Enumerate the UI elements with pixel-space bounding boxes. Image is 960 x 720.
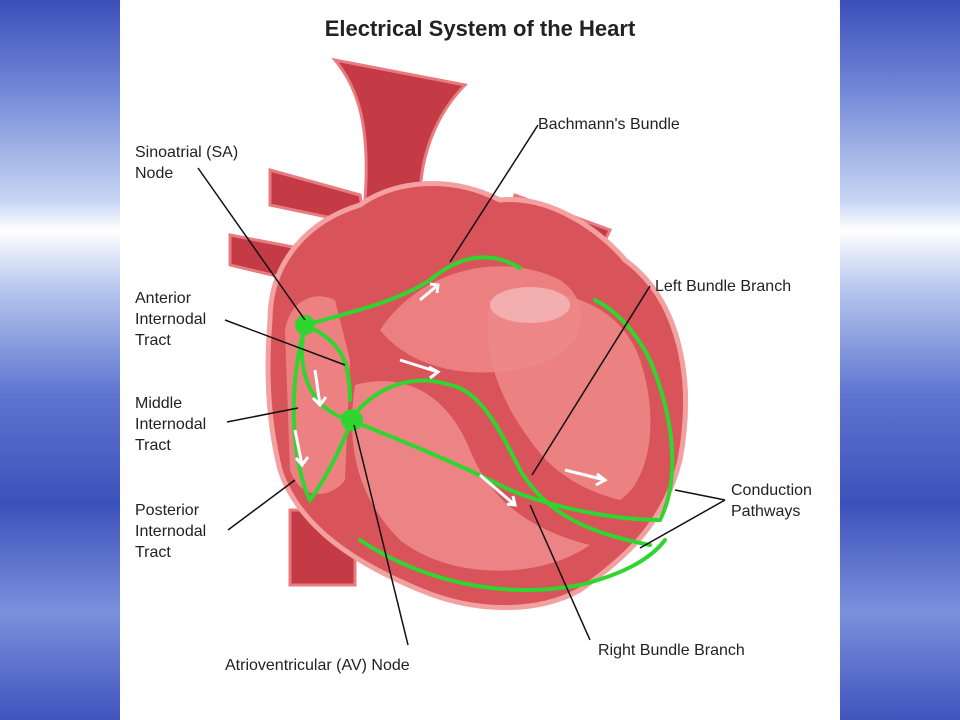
anterior-tract-path (303, 323, 352, 402)
label-right-bundle-branch: Right Bundle Branch (598, 642, 745, 659)
av-node-dot (341, 409, 363, 431)
background-left (0, 0, 120, 720)
label-bachmanns-bundle: Bachmann's Bundle (538, 116, 680, 133)
label-left-bundle-branch: Left Bundle Branch (655, 278, 792, 295)
label-conduction-pathways: Conduction Pathways (731, 482, 812, 520)
label-av-node: Atrioventricular (AV) Node (225, 657, 410, 674)
label-sa-node: Sinoatrial (SA) Node (135, 144, 239, 182)
label-anterior-internodal-tract: Anterior Internodal Tract (135, 290, 207, 349)
mitral-valve (490, 287, 570, 323)
flow-arrows (293, 282, 608, 507)
aorta (331, 57, 469, 202)
leader-lines (197, 124, 726, 646)
posterior-tract-path (291, 323, 352, 504)
right-ventricle (352, 381, 590, 571)
conduction-system (291, 255, 675, 592)
left-bundle-path (348, 298, 675, 523)
background-right (840, 0, 960, 720)
label-posterior-internodal-tract: Posterior Internodal Tract (135, 502, 207, 561)
diagram-title: Electrical System of the Heart (324, 16, 636, 41)
bachmanns-bundle-path (303, 255, 522, 327)
heart-illustration (197, 57, 726, 646)
sa-node-dot (295, 315, 315, 335)
purkinje-path (358, 538, 667, 592)
label-middle-internodal-tract: Middle Internodal Tract (135, 395, 207, 454)
right-bundle-path (348, 378, 652, 547)
left-ventricle (487, 292, 651, 500)
diagram-panel: Electrical System of the Heart Sinoatria… (120, 0, 840, 720)
